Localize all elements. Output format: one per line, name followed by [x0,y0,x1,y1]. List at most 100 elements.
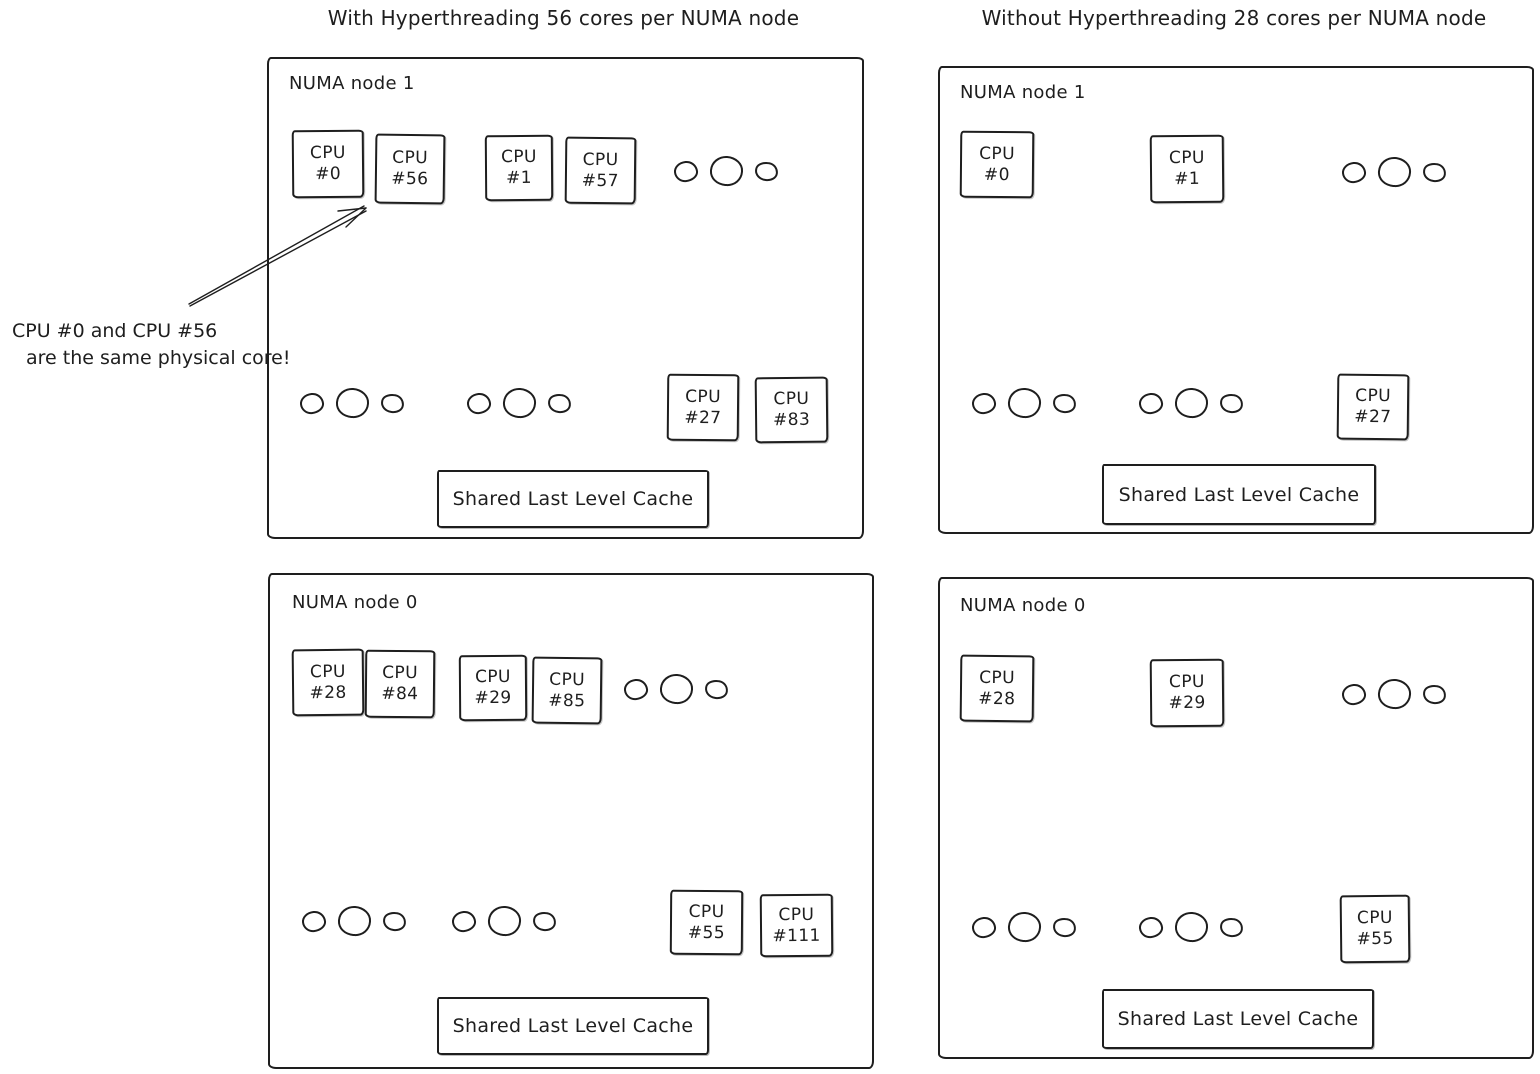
cpu-word: CPU [1168,671,1205,693]
cpu-box-27: CPU #27 [666,373,740,442]
cpu-box-55: CPU #55 [1339,894,1411,964]
cpu-word: CPU [979,143,1016,164]
ellipsis-dots [970,386,1078,420]
cpu-number: #28 [309,682,347,703]
dot [501,386,538,420]
dot [1340,682,1368,706]
dot [1006,910,1043,944]
dot [672,159,700,183]
ellipsis-dots [1137,386,1245,420]
dot [1051,391,1078,415]
cpu-word: CPU [474,666,511,688]
cpu-number: #56 [391,168,429,190]
cpu-number: #111 [772,925,821,946]
llc-box: Shared Last Level Cache [1102,989,1374,1049]
title-without-hyperthreading: Without Hyperthreading 28 cores per NUMA… [981,6,1487,30]
cpu-box-0: CPU #0 [291,129,365,199]
cpu-box-29: CPU #29 [1149,658,1225,728]
dot [1173,910,1210,944]
numa-node-label: NUMA node 0 [960,595,1086,616]
llc-box: Shared Last Level Cache [1102,464,1376,525]
numa-panel-ht-node0: NUMA node 0 CPU #28 CPU #84 CPU #29 CPU … [268,573,874,1069]
ellipsis-dots [1340,155,1448,189]
dot [1006,386,1043,420]
dot [1051,915,1078,939]
cpu-word: CPU [500,146,537,168]
ellipsis-dots [970,910,1078,944]
dot [1218,391,1245,415]
cpu-number: #55 [687,922,726,943]
cpu-number: #83 [772,409,811,431]
cpu-number: #27 [684,407,722,428]
annotation-line-1: CPU #0 and CPU #56 [12,320,218,342]
cpu-number: #55 [1356,928,1394,950]
cpu-word: CPU [392,147,429,169]
ellipsis-dots [1137,910,1245,944]
dot [1421,682,1448,706]
title-with-hyperthreading: With Hyperthreading 56 cores per NUMA no… [327,6,800,30]
dot [622,677,650,701]
dot [1137,391,1165,415]
dot [300,909,328,933]
dot [465,391,493,415]
ellipsis-dots [672,154,780,188]
cpu-box-55: CPU #55 [669,889,744,956]
cpu-word: CPU [685,386,722,407]
annotation-line-2: are the same physical core! [26,347,291,369]
cpu-word: CPU [309,661,346,682]
ellipsis-dots [465,386,573,420]
cpu-word: CPU [382,662,419,684]
dot [336,904,373,938]
ellipsis-dots [300,904,408,938]
cpu-word: CPU [1355,385,1392,407]
cpu-number: #57 [581,170,620,191]
dot [1376,155,1413,189]
cpu-word: CPU [778,904,815,925]
cpu-number: #27 [1354,406,1392,428]
dot [546,391,573,415]
cpu-number: #28 [978,688,1016,709]
cpu-box-28: CPU #28 [959,654,1035,723]
dot [381,909,408,933]
llc-box: Shared Last Level Cache [437,470,709,528]
ellipsis-dots [450,904,558,938]
cpu-number: #1 [1174,168,1201,190]
numa-panel-noht-node0: NUMA node 0 CPU #28 CPU #29 CPU #55 Shar… [938,577,1534,1059]
cpu-box-1: CPU #1 [1149,134,1225,204]
dot [379,391,406,415]
annotation-text: CPU #0 and CPU #56 are the same physical… [12,318,290,372]
numa-panel-noht-node1: NUMA node 1 CPU #0 CPU #1 CPU #27 Shared… [938,66,1534,534]
cpu-box-29: CPU #29 [458,654,528,722]
cpu-number: #29 [474,687,512,709]
dot [450,909,478,933]
cpu-word: CPU [979,667,1016,688]
cpu-number: #84 [381,683,419,705]
cpu-box-57: CPU #57 [564,136,637,205]
cpu-box-111: CPU #111 [759,893,834,958]
cpu-box-56: CPU #56 [374,133,446,205]
dot [1340,160,1368,184]
dot [970,391,998,415]
cpu-number: #0 [315,163,342,185]
dot [1173,386,1210,420]
ellipsis-dots [622,672,730,706]
cpu-word: CPU [549,669,586,690]
dot [1218,915,1245,939]
dot [658,672,695,706]
cpu-box-85: CPU #85 [531,656,603,725]
dot [970,915,998,939]
numa-node-label: NUMA node 1 [960,82,1086,103]
numa-panel-ht-node1: NUMA node 1 CPU #0 CPU #56 CPU #1 CPU #5… [267,57,864,539]
cpu-word: CPU [1356,907,1393,929]
dot [1376,677,1413,711]
cpu-number: #0 [983,164,1010,185]
cpu-box-83: CPU #83 [754,376,829,444]
numa-node-label: NUMA node 1 [289,73,415,94]
dot [334,386,371,420]
cpu-word: CPU [582,149,619,170]
cpu-number: #85 [548,690,586,711]
ellipsis-dots [1340,677,1448,711]
cpu-number: #1 [506,167,533,189]
cpu-word: CPU [773,388,810,410]
